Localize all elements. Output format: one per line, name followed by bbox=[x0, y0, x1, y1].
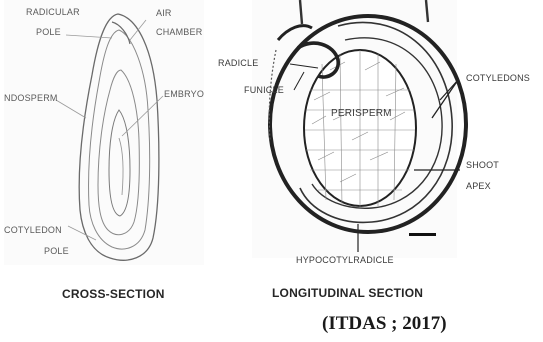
label-endosperm: NDOSPERM bbox=[4, 93, 58, 104]
citation: (ITDAS ; 2017) bbox=[322, 313, 447, 335]
label-radicular: RADICULAR bbox=[26, 7, 80, 18]
label-cotyledons: COTYLEDONS bbox=[466, 73, 530, 84]
scale-bar bbox=[409, 233, 436, 236]
label-hypocotyl-radicle: HYPOCOTYLRADICLE bbox=[296, 255, 394, 266]
label-perisperm: PERISPERM bbox=[331, 108, 392, 119]
label-cotyledon: COTYLEDON bbox=[4, 225, 62, 236]
label-cotyledon-pole: POLE bbox=[44, 246, 69, 257]
longitudinal-section-panel bbox=[252, 0, 466, 258]
caption-longitudinal-section: LONGITUDINAL SECTION bbox=[272, 286, 423, 300]
label-shoot: SHOOT bbox=[466, 160, 499, 171]
label-embryo: EMBRYO bbox=[164, 89, 204, 100]
label-radicle: RADICLE bbox=[218, 58, 258, 69]
label-air-chamber: CHAMBER bbox=[156, 27, 202, 38]
label-air: AIR bbox=[156, 8, 172, 19]
label-shoot-apex: APEX bbox=[466, 181, 491, 192]
label-radicular-pole: POLE bbox=[36, 27, 61, 38]
caption-cross-section: CROSS-SECTION bbox=[62, 287, 165, 301]
label-funicle: FUNICLE bbox=[244, 85, 284, 96]
